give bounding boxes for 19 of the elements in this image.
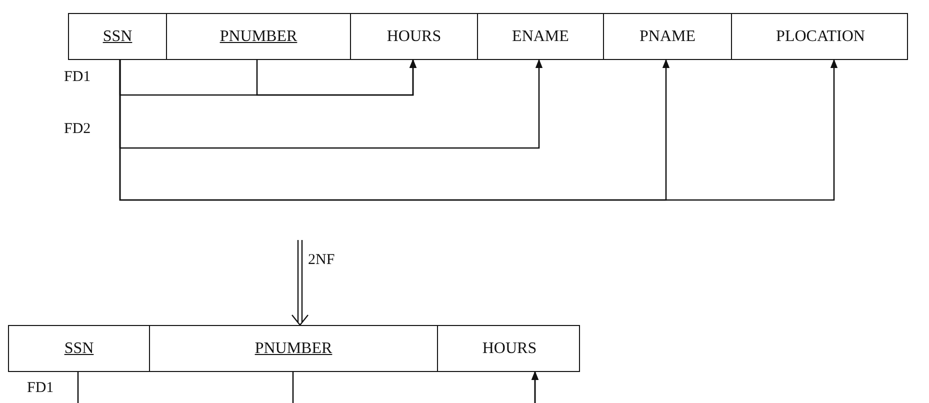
key-attribute-cell: SSN <box>9 326 149 371</box>
relation-table <box>8 325 580 372</box>
attribute-cell: PLOCATION <box>731 14 909 59</box>
dependency-arrow <box>119 59 838 201</box>
relation-table <box>68 13 908 60</box>
attribute-cell: PNAME <box>603 14 731 59</box>
dependency-arrow <box>256 59 417 96</box>
key-attribute-cell: SSN <box>69 14 166 59</box>
attribute-cell: HOURS <box>437 326 581 371</box>
dependency-label: FD2 <box>64 121 91 138</box>
dependency-arrow <box>119 59 543 149</box>
double-arrow <box>291 239 309 326</box>
attribute-cell: HOURS <box>350 14 477 59</box>
key-attribute-cell: PNUMBER <box>149 326 437 371</box>
dependency-arrow <box>292 371 539 403</box>
attribute-cell: ENAME <box>477 14 603 59</box>
dependency-label: FD1 <box>64 69 91 86</box>
key-attribute-cell: PNUMBER <box>166 14 350 59</box>
dependency-label: FD1 <box>27 380 54 397</box>
